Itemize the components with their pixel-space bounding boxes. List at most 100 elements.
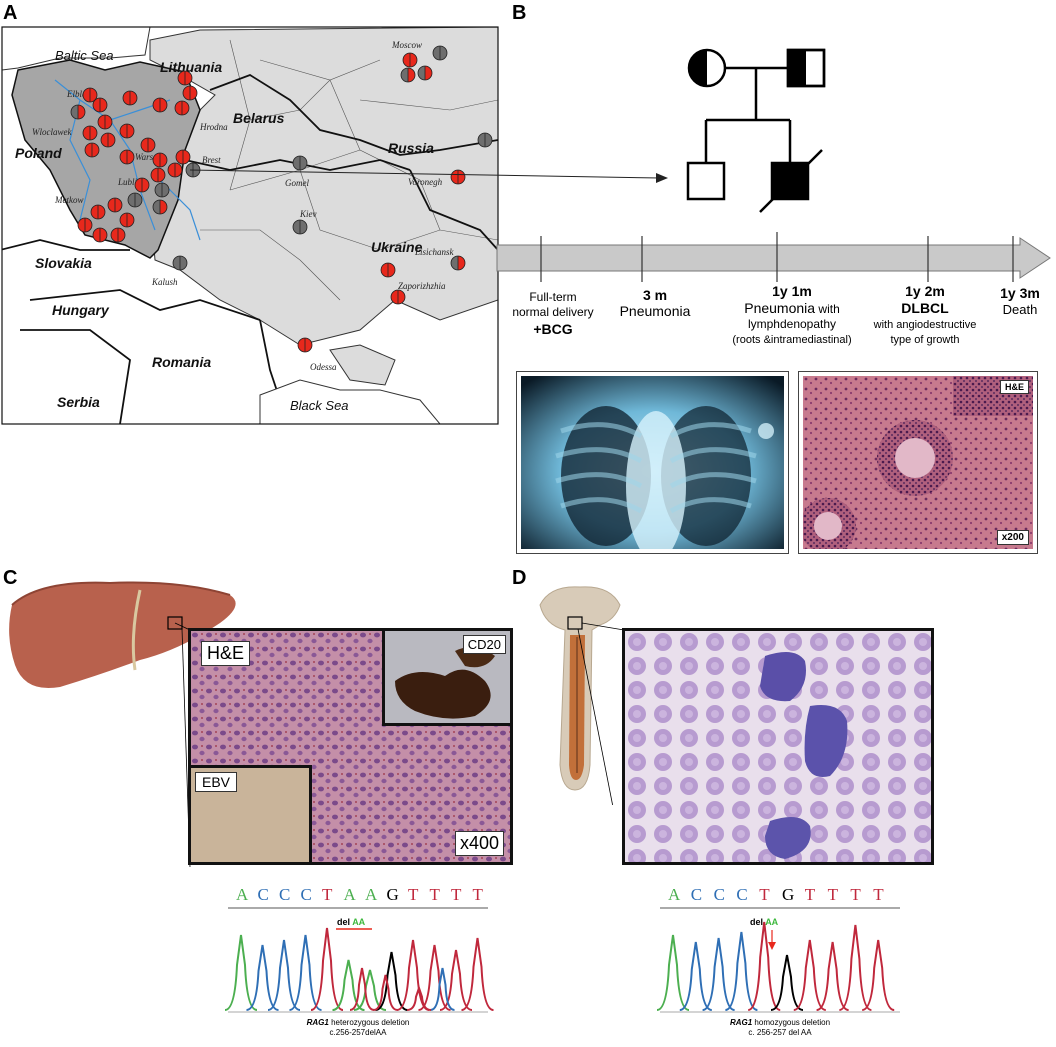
tl-e2-time: 1y 1m — [772, 283, 812, 299]
chromatogram-peak — [656, 934, 690, 1011]
map-panel: Baltic Sea Black Sea Lithuania Poland Be… — [1, 26, 668, 425]
tl-e2-l3: (roots &intramediastinal) — [732, 334, 851, 346]
chromatogram-peak — [679, 941, 713, 1011]
ebv-label: EBV — [195, 772, 238, 792]
sequence-base: T — [430, 885, 441, 904]
label-elblag: Elblag — [66, 89, 91, 99]
tl-e0-l1: Full-term — [529, 290, 576, 304]
label-baltic-sea: Baltic Sea — [55, 48, 114, 63]
del-label-d: del AA — [750, 917, 779, 927]
tl-e3-time: 1y 2m — [905, 283, 945, 299]
cd20-inset: CD20 — [382, 631, 510, 726]
chromatogram-peak — [439, 949, 473, 1011]
caption-d-1: RAG1 homozygous deletion — [730, 1018, 830, 1027]
histology-c-magnification: x400 — [454, 831, 504, 856]
label-romania: Romania — [152, 354, 211, 370]
caption-c-2: c.256-257delAA — [330, 1028, 388, 1037]
label-lisichansk: Lisichansk — [414, 247, 455, 257]
chest-xray-frame — [516, 371, 789, 561]
sequence-base: T — [873, 885, 884, 904]
label-black-sea: Black Sea — [290, 398, 349, 413]
sequence-base: T — [408, 885, 419, 904]
timeline-arrow — [496, 237, 1051, 279]
histology-c-stain-label: H&E — [201, 641, 251, 666]
chromatogram-peak — [793, 939, 827, 1011]
histology-c-frame: H&E CD20 EBV x400 — [188, 628, 513, 865]
chromatogram-peak — [310, 927, 344, 1011]
chromatogram-peak — [353, 969, 387, 1011]
sequence-base: T — [322, 885, 333, 904]
histology-b-magnification: x200 — [996, 530, 1029, 545]
tl-e1-time: 3 m — [643, 287, 667, 303]
tl-e3-l2: with angiodestructive — [873, 319, 977, 331]
label-serbia: Serbia — [57, 394, 100, 410]
label-gomel: Gomel — [285, 178, 309, 188]
sequence-base: C — [258, 885, 269, 904]
chest-xray-image — [521, 376, 784, 561]
sequence-base: T — [805, 885, 816, 904]
sequence-base: C — [736, 885, 747, 904]
label-russia: Russia — [388, 140, 434, 156]
panel-d-graphics — [539, 586, 625, 805]
label-belarus: Belarus — [233, 110, 285, 126]
label-voronegh: Voronegh — [408, 177, 443, 187]
panel-letter-a: A — [3, 2, 18, 24]
label-lithuania: Lithuania — [160, 59, 222, 75]
panel-letter-b: B — [512, 2, 527, 24]
chromatogram-peak-secondary — [373, 974, 398, 1011]
histology-b-image — [800, 376, 1033, 554]
del-label-c: del AA — [337, 917, 366, 927]
sequence-base: C — [301, 885, 312, 904]
chromatogram-peak — [816, 941, 849, 1011]
label-warsaw: Warsaw — [135, 152, 164, 162]
chromatogram-peak — [839, 924, 872, 1011]
chromatogram-peak — [747, 921, 781, 1011]
tl-e0-l2: normal delivery — [512, 305, 593, 319]
label-poland: Poland — [15, 145, 62, 161]
sequence-base: A — [236, 885, 249, 904]
sequence-base: T — [850, 885, 861, 904]
chromatogram-peak-secondary — [349, 967, 375, 1011]
chromatogram-peak — [861, 939, 895, 1011]
label-lublin: Lublin — [117, 177, 142, 187]
label-kiev: Kiev — [299, 209, 317, 219]
label-brest: Brest — [202, 155, 221, 165]
chromatogram-peak — [461, 937, 494, 1011]
label-moscow: Moscow — [391, 40, 422, 50]
label-zaporizhzhia: Zaporizhzhia — [398, 281, 446, 291]
bone-marrow-smear-image — [625, 631, 931, 862]
chromatogram-peak-secondary — [430, 967, 455, 1011]
sequence-base: G — [387, 885, 399, 904]
sequence-base: T — [759, 885, 770, 904]
sequence-base: G — [782, 885, 794, 904]
caption-d-2: c. 256-257 del AA — [748, 1028, 812, 1037]
label-wloclawek: Wloclawek — [32, 127, 72, 137]
tl-e4-l1: Death — [1003, 302, 1038, 317]
sequence-base: C — [714, 885, 725, 904]
tl-e2-l2: lymphdenopathy — [748, 317, 836, 331]
sequence-base: T — [473, 885, 484, 904]
chromatogram-peak — [332, 959, 365, 1011]
chromatogram-peak — [267, 939, 301, 1011]
label-kalush: Kalush — [151, 277, 178, 287]
label-hrodna: Hrodna — [199, 122, 228, 132]
chromatogram-peak — [702, 937, 735, 1011]
chromatogram-peak — [770, 954, 804, 1011]
histology-b-frame: H&E x200 — [798, 371, 1038, 554]
bone-marrow-smear-frame — [622, 628, 934, 865]
sequence-base: A — [365, 885, 378, 904]
tl-e2-l1: Pneumonia with — [744, 300, 840, 316]
ebv-inset: EBV — [191, 765, 312, 862]
sequence-base: A — [344, 885, 357, 904]
chromatogram-peak-secondary — [406, 984, 432, 1011]
tl-e3-l3: type of growth — [890, 334, 959, 346]
tl-e3-l1: DLBCL — [901, 300, 949, 316]
panel-letter-c: C — [3, 567, 18, 589]
liver-icon — [9, 582, 236, 689]
label-slovakia: Slovakia — [35, 255, 92, 271]
sequence-base: T — [451, 885, 462, 904]
label-ukraine: Ukraine — [371, 239, 423, 255]
caption-c-1: RAG1 heterozygous deletion — [307, 1018, 410, 1027]
